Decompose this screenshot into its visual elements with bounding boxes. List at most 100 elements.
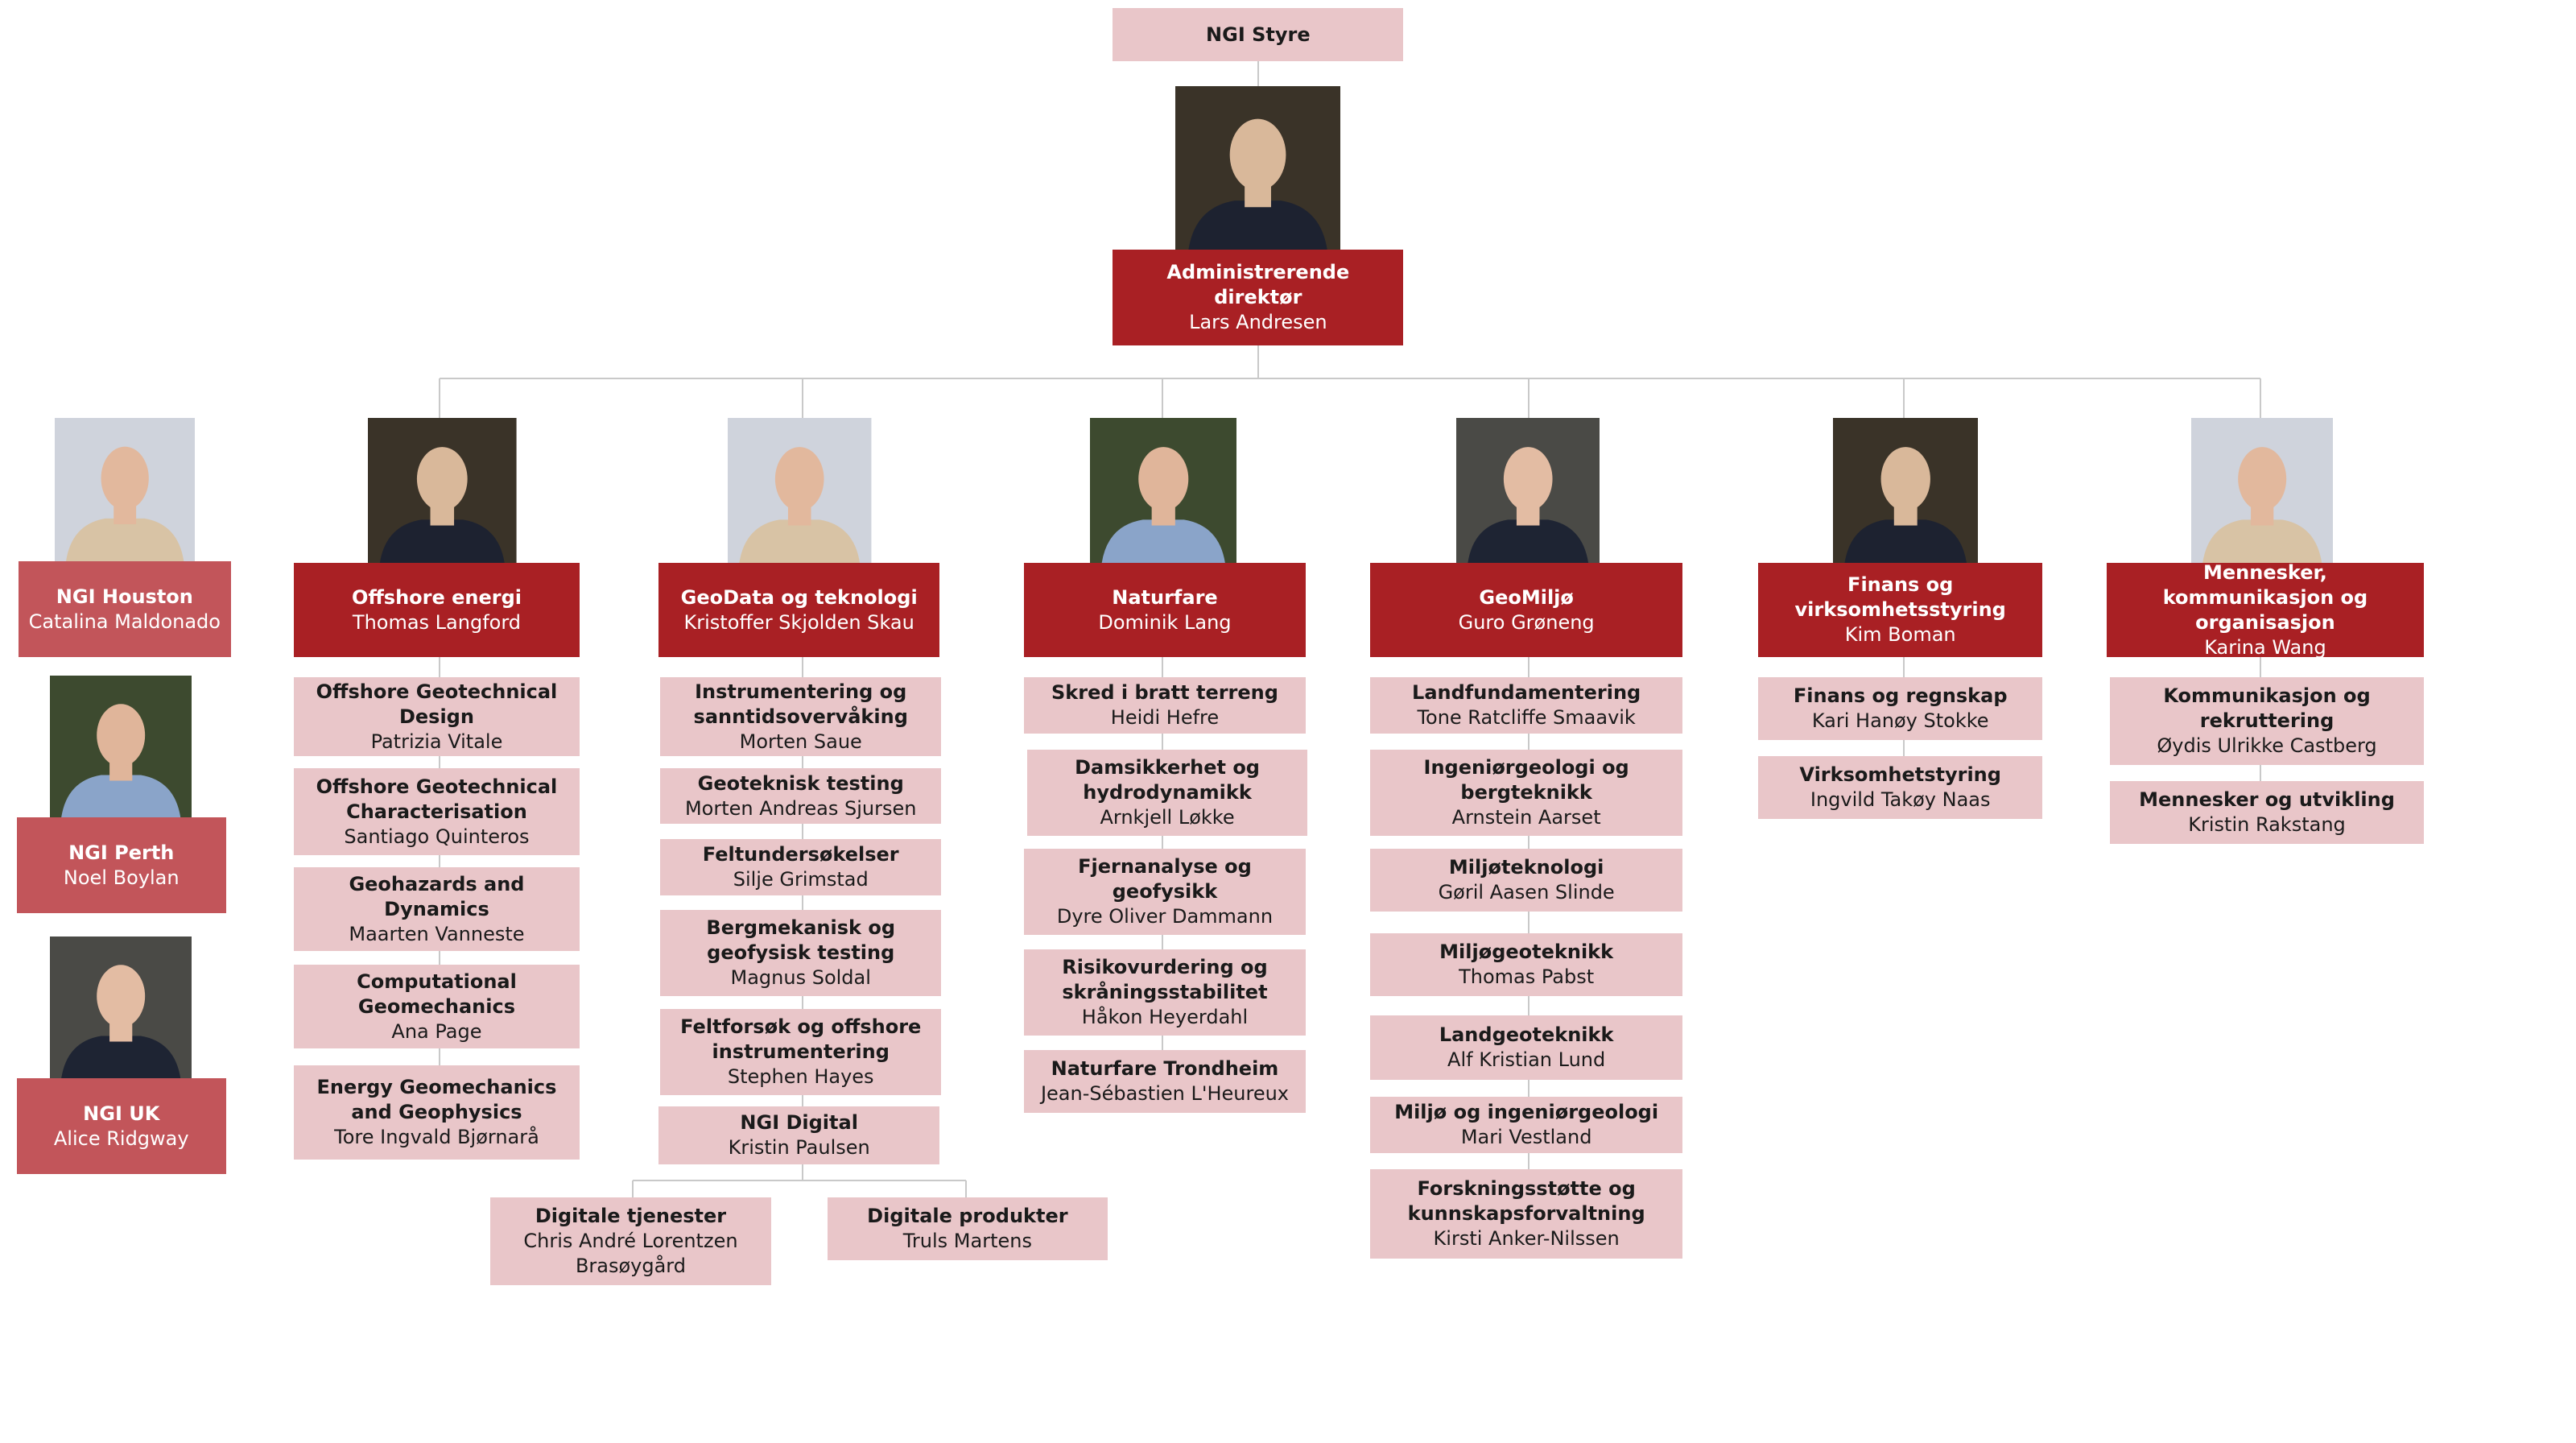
portrait-photo	[2190, 417, 2334, 564]
box-person-name: Silje Grimstad	[733, 867, 869, 891]
connector-line	[1161, 378, 1163, 1090]
box-person-name: Dyre Oliver Dammann	[1056, 905, 1274, 928]
box-person-name: Morten Saue	[739, 730, 862, 753]
box-title: Mennesker, kommunikasjon og organisasjon	[2162, 560, 2368, 634]
box-title: Naturfare	[1112, 585, 1218, 609]
box-title: Ingeniørgeologi og bergteknikk	[1423, 755, 1629, 804]
box-person-name: Santiago Quinteros	[344, 825, 530, 848]
box-person-name: Thomas Pabst	[1459, 965, 1595, 988]
box-title: NGI Houston	[56, 585, 193, 608]
box-person-name: Dominik Lang	[1098, 610, 1232, 634]
box-person-name: Chris André Lorentzen Brasøygård	[523, 1229, 738, 1277]
box-person-name: Catalina Maldonado	[28, 610, 221, 633]
box-title: Kommunikasjon og rekruttering	[2163, 684, 2371, 732]
portrait-photo	[49, 675, 192, 818]
portrait-photo	[728, 417, 872, 564]
portrait-photo	[1832, 417, 1979, 564]
connector-line	[439, 377, 2260, 379]
box-title: Digitale tjenester	[535, 1204, 727, 1227]
box-person-name: Øydis Ulrikke Castberg	[2157, 734, 2377, 757]
box-title: Risikovurdering og skråningsstabilitet	[1062, 956, 1268, 1004]
portrait-photo	[368, 417, 517, 564]
box-title: Landfundamentering	[1412, 680, 1641, 704]
box-person-name: Kristin Rakstang	[2188, 813, 2346, 837]
box-person-name: Karina Wang	[2204, 635, 2326, 659]
box-title: Skred i bratt terreng	[1051, 680, 1278, 704]
box-person-name: Håkon Heyerdahl	[1081, 1006, 1249, 1029]
box-person-name: Magnus Soldal	[730, 965, 871, 989]
box-title: Virksomhetstyring	[1799, 763, 2001, 787]
connector-line	[632, 1180, 966, 1182]
box-person-name: Lars Andresen	[1189, 310, 1327, 333]
connector-line	[631, 1180, 634, 1197]
connector-line	[964, 1180, 967, 1197]
box-title: Digitale produkter	[867, 1204, 1068, 1227]
connector-line	[801, 378, 803, 1140]
box-title: GeoData og teknologi	[680, 585, 918, 609]
box-title: Fjernanalyse og geofysikk	[1078, 855, 1252, 903]
board-box[interactable]: NGI Styre	[1113, 8, 1404, 61]
box-person-name: Stephen Hayes	[727, 1065, 874, 1088]
box-title: Naturfare Trondheim	[1051, 1057, 1279, 1081]
box-title: Feltforsøk og offshore instrumentering	[680, 1015, 922, 1063]
box-person-name: Truls Martens	[902, 1229, 1032, 1252]
box-person-name: Kristoffer Skjolden Skau	[683, 610, 914, 634]
portrait-photo	[49, 936, 192, 1079]
box-person-name: Jean-Sébastien L'Heureux	[1040, 1082, 1289, 1106]
unit-box[interactable]: Forskningsstøtte og kunnskapsforvaltning…	[1370, 1169, 1682, 1259]
box-person-name: Arnstein Aarset	[1451, 805, 1601, 829]
box-title: Finans og virksomhetsstyring	[1794, 573, 2006, 622]
box-person-name: Ana Page	[391, 1019, 482, 1043]
box-person-name: Alice Ridgway	[53, 1127, 189, 1150]
box-person-name: Tone Ratcliffe Smaavik	[1417, 705, 1636, 729]
portrait-photo	[1089, 417, 1237, 564]
box-person-name: Ingvild Takøy Naas	[1810, 788, 1991, 812]
box-person-name: Patrizia Vitale	[370, 730, 503, 753]
portrait-photo	[1175, 85, 1341, 250]
box-person-name: Morten Andreas Sjursen	[684, 796, 917, 820]
box-person-name: Noel Boylan	[63, 866, 180, 889]
division-box[interactable]: Mennesker, kommunikasjon og organisasjon…	[2107, 560, 2424, 659]
box-title: Finans og regnskap	[1793, 684, 2008, 707]
box-person-name: Kirsti Anker-Nilssen	[1433, 1226, 1620, 1250]
box-person-name: Kari Hanøy Stokke	[1811, 709, 1989, 732]
box-person-name: Alf Kristian Lund	[1447, 1048, 1606, 1072]
